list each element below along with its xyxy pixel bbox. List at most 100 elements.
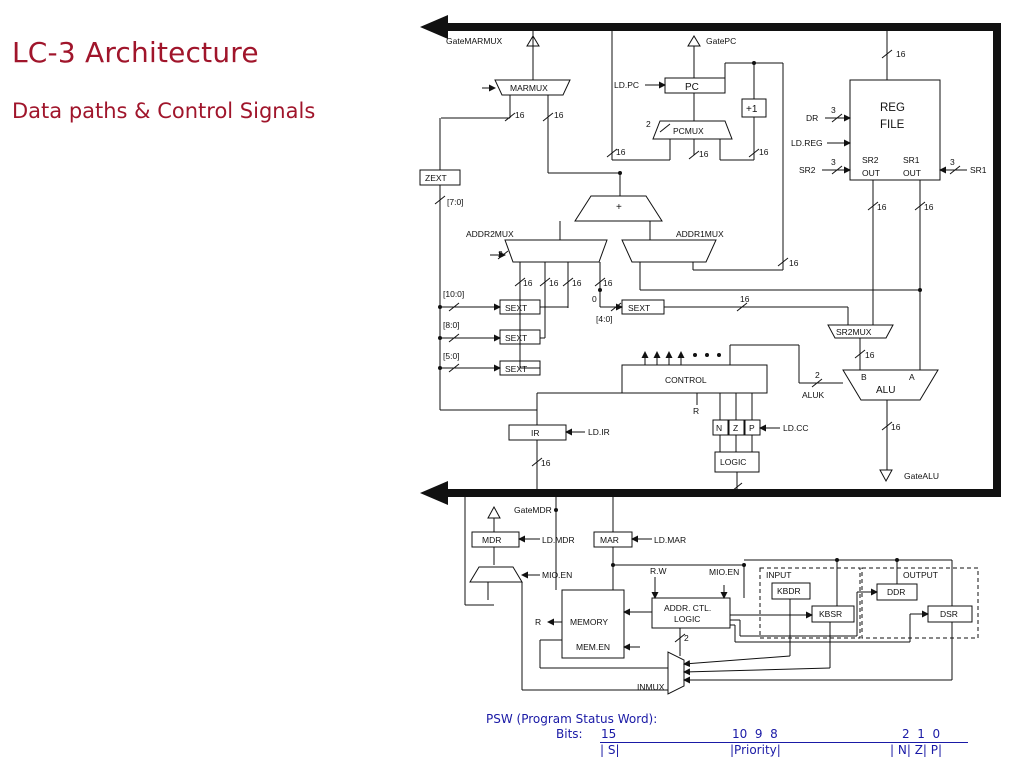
- label-ld-pc: LD.PC: [614, 80, 639, 90]
- control-dots: [693, 353, 721, 357]
- label-ld-cc: LD.CC: [783, 423, 809, 433]
- junction-dots: [438, 61, 922, 567]
- bits-2: 16: [554, 110, 564, 120]
- psw-field-s: | S|: [600, 743, 620, 757]
- addr-ctl-logic: [651, 597, 731, 629]
- bits-8: 16: [924, 202, 934, 212]
- label-dr: DR: [806, 113, 818, 123]
- input-group: [759, 567, 861, 639]
- bits-aluk: 2: [815, 370, 820, 380]
- label-memory: MEMORY: [570, 617, 608, 627]
- bits-ir7-0: [7:0]: [447, 197, 464, 207]
- psw-bits-label: Bits:: [556, 727, 583, 741]
- psw-field-priority: |Priority|: [730, 743, 781, 757]
- bits-15: 16: [865, 350, 875, 360]
- label-sext4: SEXT: [628, 303, 650, 313]
- bits-9: 16: [523, 278, 533, 288]
- label-ddr: DDR: [887, 587, 905, 597]
- label-ir: IR: [531, 428, 540, 438]
- bits-zero: 0: [592, 294, 597, 304]
- label-pc: PC: [685, 82, 699, 93]
- label-sr2out-2: OUT: [862, 168, 880, 178]
- label-kbdr: KBDR: [777, 586, 801, 596]
- label-r-control: R: [693, 406, 699, 416]
- psw-heading: PSW (Program Status Word):: [486, 712, 658, 726]
- label-addr-ctl-1: ADDR. CTL.: [664, 603, 711, 613]
- psw-bit-15: 15: [601, 727, 617, 741]
- gate-pc: [687, 35, 701, 47]
- label-r-memory: R: [535, 617, 541, 627]
- kbdr-register: [771, 582, 811, 600]
- bits-12: 16: [603, 278, 613, 288]
- sr2mux: [827, 324, 894, 339]
- bits-dr: 3: [831, 105, 836, 115]
- label-sr1out-2: OUT: [903, 168, 921, 178]
- label-gatemdr: GateMDR: [514, 505, 552, 515]
- alu: [842, 369, 939, 401]
- label-logic: LOGIC: [720, 457, 746, 467]
- label-addr1mux: ADDR1MUX: [676, 229, 724, 239]
- label-sext2: SEXT: [505, 333, 527, 343]
- address-adder: [574, 195, 663, 222]
- label-regfile-1: REG: [880, 102, 905, 114]
- bits-16: 16: [891, 422, 901, 432]
- label-sr1: SR1: [970, 165, 987, 175]
- label-addr2mux: ADDR2MUX: [466, 229, 514, 239]
- label-sext1: SEXT: [505, 303, 527, 313]
- mdr-input-mux: [469, 566, 523, 583]
- psw-field-nzp: | N| Z| P|: [890, 743, 943, 757]
- label-marmux: MARMUX: [510, 83, 548, 93]
- label-ld-mdr: LD.MDR: [542, 535, 575, 545]
- bits-sr1: 3: [950, 157, 955, 167]
- label-sr1out-1: SR1: [903, 155, 920, 165]
- psw-bits-10-8: 10 9 8: [732, 727, 778, 741]
- label-sr2: SR2: [799, 165, 816, 175]
- bits-5: 16: [759, 147, 769, 157]
- bits-3: 16: [616, 147, 626, 157]
- bits-ir4-0: [4:0]: [596, 314, 613, 324]
- control-unit: [621, 364, 768, 394]
- memory-block: [561, 589, 625, 659]
- label-alu: ALU: [876, 385, 895, 396]
- label-pcmux: PCMUX: [673, 126, 704, 136]
- label-output: OUTPUT: [903, 570, 938, 580]
- bits-ir8-0: [8:0]: [443, 320, 460, 330]
- bit-width-slashes: [434, 49, 961, 643]
- psw-bits-2-0: 2 1 0: [902, 727, 941, 741]
- label-ld-reg: LD.REG: [791, 138, 823, 148]
- bits-11: 16: [572, 278, 582, 288]
- output-group: [861, 567, 979, 639]
- label-control: CONTROL: [665, 375, 707, 385]
- bits-addr2: 2: [498, 249, 503, 259]
- bits-1: 16: [515, 110, 525, 120]
- label-addr-ctl-2: LOGIC: [674, 614, 700, 624]
- addr1mux: [621, 239, 717, 263]
- gate-mdr: [487, 505, 501, 519]
- bits-sr2: 3: [831, 157, 836, 167]
- label-dsr: DSR: [940, 609, 958, 619]
- label-mdr: MDR: [482, 535, 501, 545]
- label-p: P: [749, 423, 755, 433]
- label-mem-en: MEM.EN: [576, 642, 610, 652]
- bits-17: 16: [541, 458, 551, 468]
- label-plus1: +1: [746, 104, 758, 115]
- psw-legend: PSW (Program Status Word): Bits: 15 10 9…: [486, 712, 968, 758]
- bits-pcmux: 2: [646, 119, 651, 129]
- inmux: [667, 651, 685, 695]
- bits-4: 16: [699, 149, 709, 159]
- bits-7: 16: [877, 202, 887, 212]
- label-sext3: SEXT: [505, 364, 527, 374]
- bits-10: 16: [549, 278, 559, 288]
- label-input: INPUT: [766, 570, 792, 580]
- label-gatepc: GatePC: [706, 36, 736, 46]
- label-sr2out-1: SR2: [862, 155, 879, 165]
- label-sr2mux: SR2MUX: [836, 327, 872, 337]
- reg-file: [849, 79, 941, 181]
- bits-ir5-0: [5:0]: [443, 351, 460, 361]
- label-ld-ir: LD.IR: [588, 427, 610, 437]
- label-mio-en: MIO.EN: [542, 570, 572, 580]
- label-zext: ZEXT: [425, 173, 447, 183]
- label-mio-en-2: MIO.EN: [709, 567, 739, 577]
- bits-6: 16: [896, 49, 906, 59]
